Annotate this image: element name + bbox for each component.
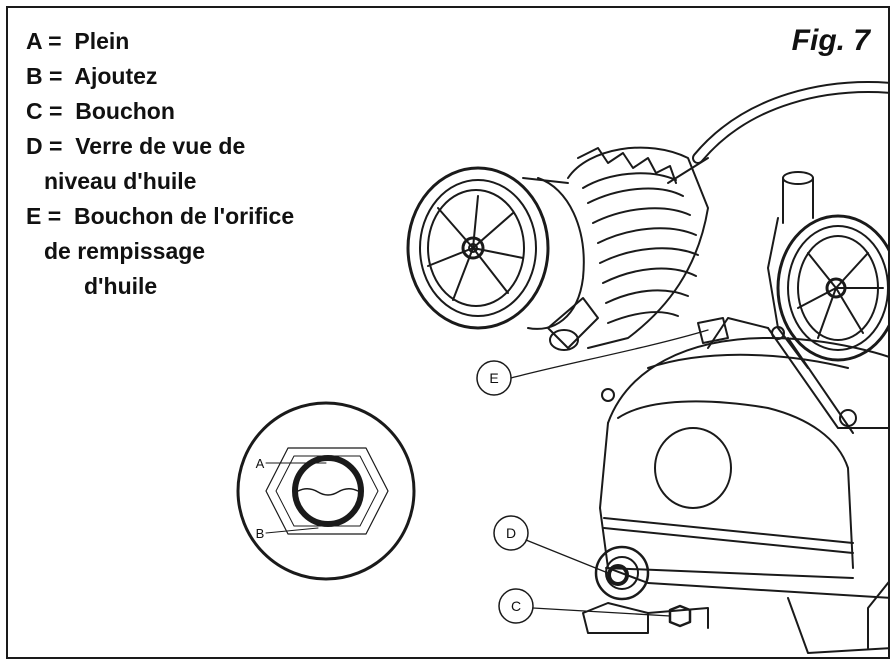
legend-text: Verre de vue de: [75, 133, 246, 159]
callouts: [476, 329, 709, 624]
callout-label-e: E: [489, 370, 498, 386]
callout-label-a: A: [256, 456, 265, 471]
legend-row-e-cont-2: d'huile: [84, 273, 158, 299]
cylinder-head: [547, 146, 709, 351]
sight-glass: [594, 545, 650, 601]
legend-row-a: A = Plein: [26, 28, 130, 54]
legend: A = Plein B = Ajoutez C = Bouchon D = Ve…: [26, 24, 294, 304]
sight-glass-detail: [236, 401, 416, 581]
legend-row-d-cont: niveau d'huile: [44, 168, 197, 194]
legend-row-e: E = Bouchon de l'orifice: [26, 203, 295, 229]
callout-label-d: D: [506, 525, 516, 541]
legend-text: Bouchon de l'orifice: [73, 203, 295, 229]
legend-row-d: D = Verre de vue de: [26, 133, 246, 159]
legend-text: Ajoutez: [74, 63, 158, 89]
callout-label-b: B: [256, 526, 265, 541]
compressor-illustration: E D C A B: [236, 81, 888, 654]
legend-row-c: C = Bouchon: [26, 98, 175, 124]
legend-text: Bouchon: [75, 98, 175, 124]
figure-title: Fig. 7: [791, 24, 870, 57]
legend-key: B: [26, 63, 43, 89]
drain-plug: [668, 604, 692, 628]
right-air-filter: [767, 171, 888, 369]
legend-text: Plein: [74, 28, 130, 54]
legend-key: C: [26, 98, 43, 124]
callout-label-c: C: [511, 598, 521, 614]
legend-key: A: [26, 28, 42, 54]
legend-row-b: B = Ajoutez: [26, 63, 158, 89]
legend-key: E: [26, 203, 42, 229]
left-air-filter: [406, 166, 585, 330]
legend-key: D: [26, 133, 43, 159]
figure-frame: A = Plein B = Ajoutez C = Bouchon D = Ve…: [6, 6, 890, 659]
crankcase: [582, 317, 888, 654]
legend-row-e-cont-1: de rempissage: [44, 238, 206, 264]
